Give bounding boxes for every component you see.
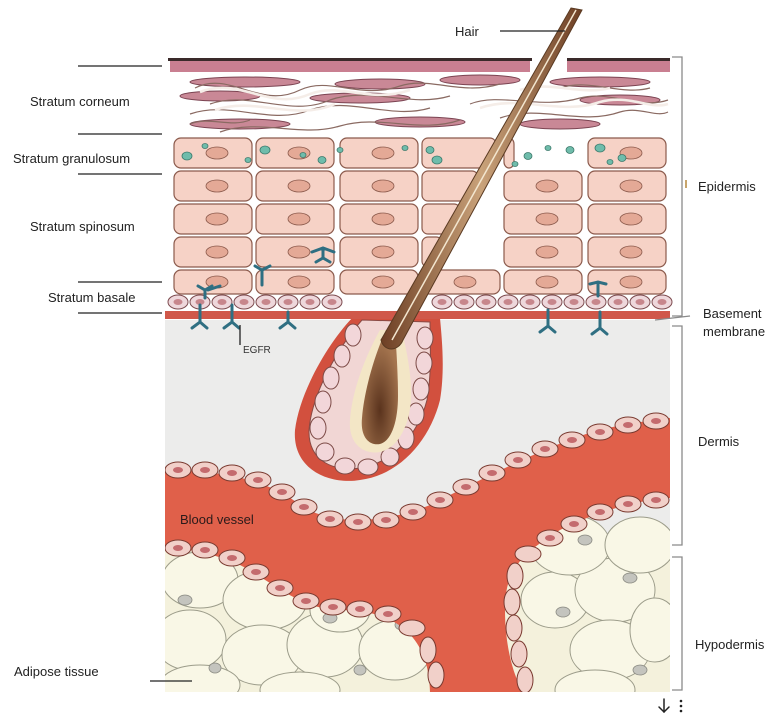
label-dermis: Dermis: [698, 434, 740, 449]
basal-cell-nucleus: [592, 299, 601, 305]
basal-cell-nucleus: [174, 299, 183, 305]
cell-nucleus: [372, 246, 394, 258]
label-stratum-corneum: Stratum corneum: [30, 94, 130, 109]
basal-cell-nucleus: [240, 299, 249, 305]
basal-cell-nucleus: [262, 299, 271, 305]
basal-cell-nucleus: [218, 299, 227, 305]
cell-nucleus: [206, 213, 228, 225]
cell-nucleus: [372, 180, 394, 192]
cell-nucleus: [454, 276, 476, 288]
basal-cell-nucleus: [482, 299, 491, 305]
label-hypodermis: Hypodermis: [695, 637, 765, 652]
cell-nucleus: [288, 180, 310, 192]
cell-nucleus: [372, 276, 394, 288]
cell-nucleus: [536, 180, 558, 192]
cell-nucleus: [372, 213, 394, 225]
basal-cell-nucleus: [504, 299, 513, 305]
basal-cell-nucleus: [636, 299, 645, 305]
cell-nucleus: [288, 246, 310, 258]
basal-cell-nucleus: [328, 299, 337, 305]
basal-cell-nucleus: [658, 299, 667, 305]
basal-cell-nucleus: [438, 299, 447, 305]
download-arrow-icon[interactable]: [659, 699, 669, 712]
label-basement-membrane-2: membrane: [703, 324, 765, 339]
basal-cell-nucleus: [526, 299, 535, 305]
cell-nucleus: [536, 213, 558, 225]
label-blood-vessel: Blood vessel: [180, 512, 254, 527]
basal-cell-nucleus: [570, 299, 579, 305]
cell-nucleus: [536, 276, 558, 288]
cell-nucleus: [288, 276, 310, 288]
label-stratum-granulosum: Stratum granulosum: [13, 151, 130, 166]
label-stratum-basale: Stratum basale: [48, 290, 135, 305]
cell-nucleus: [620, 276, 642, 288]
label-epidermis: Epidermis: [698, 179, 756, 194]
cell-nucleus: [620, 213, 642, 225]
basal-cell-nucleus: [460, 299, 469, 305]
basal-cell-nucleus: [614, 299, 623, 305]
basal-cell-nucleus: [548, 299, 557, 305]
cell-nucleus: [206, 180, 228, 192]
label-basement-membrane-1: Basement: [703, 306, 762, 321]
cell-nucleus: [620, 180, 642, 192]
basal-cell-nucleus: [284, 299, 293, 305]
cell-nucleus: [288, 213, 310, 225]
cell-nucleus: [206, 246, 228, 258]
label-stratum-spinosum: Stratum spinosum: [30, 219, 135, 234]
corneum-top-strip: [170, 60, 530, 72]
label-adipose-tissue: Adipose tissue: [14, 664, 99, 679]
label-egfr: EGFR: [243, 345, 271, 356]
basal-cell-nucleus: [306, 299, 315, 305]
more-vertical-icon[interactable]: [680, 700, 683, 713]
cell-nucleus: [288, 147, 310, 159]
cell-nucleus: [372, 147, 394, 159]
label-hair: Hair: [455, 24, 480, 39]
cell-nucleus: [536, 246, 558, 258]
cell-nucleus: [206, 147, 228, 159]
cell-nucleus: [620, 246, 642, 258]
